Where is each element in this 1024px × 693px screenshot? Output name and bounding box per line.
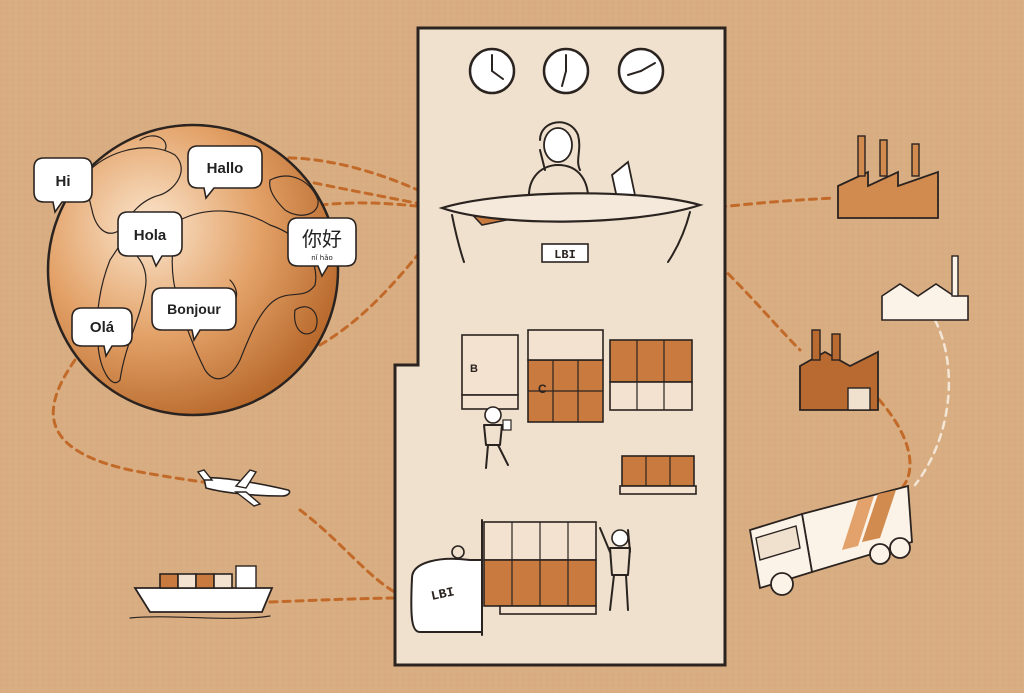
greeting-hola: Hola xyxy=(134,227,167,244)
rack-c-label: C xyxy=(538,382,547,396)
rack-c: C xyxy=(527,329,604,423)
route-desk-factory-3 xyxy=(678,228,802,352)
rack-right xyxy=(609,339,693,411)
clock-icon xyxy=(617,47,665,95)
bubble-hallo: Hallo xyxy=(187,145,263,200)
pallet-crate xyxy=(619,455,697,495)
greeting-bonjour: Bonjour xyxy=(167,301,221,317)
greeting-hallo: Hallo xyxy=(207,160,244,177)
route-plane-ship xyxy=(298,508,402,597)
desk-sign-label: LBI xyxy=(554,248,576,262)
route-ship-warehouse xyxy=(268,596,407,604)
greeting-hi: Hi xyxy=(56,173,71,190)
greeting-nihao: 你好 xyxy=(302,227,342,251)
company-building: LBI B C xyxy=(393,26,727,667)
forklift-label: LBI xyxy=(430,584,456,604)
greeting-bubbles: Hi Hallo Hola 你好 nǐ hǎo Olá Bonjour xyxy=(33,145,357,359)
factory-icon xyxy=(881,255,969,321)
forklift-worker xyxy=(599,527,631,611)
bubble-ola: Olá xyxy=(71,307,133,359)
warehouse-racks: B C xyxy=(461,329,693,423)
desk-sign xyxy=(541,243,589,263)
route-factory2-truck xyxy=(913,318,951,487)
airplane-icon xyxy=(196,469,291,507)
rack-b: B xyxy=(461,334,519,410)
desk-front xyxy=(451,211,691,263)
clocks xyxy=(468,47,665,95)
bubble-hi: Hi xyxy=(33,157,93,214)
cargo-ship-icon xyxy=(129,565,274,619)
forklift: LBI xyxy=(410,519,597,636)
truck-icon xyxy=(748,484,913,596)
bubble-hola: Hola xyxy=(117,211,183,268)
route-globe-lower-desk xyxy=(318,213,452,347)
factory-icon xyxy=(837,135,939,219)
greeting-nihao-pinyin: nǐ hǎo xyxy=(311,254,333,262)
desk-top xyxy=(438,192,704,223)
receptionist xyxy=(528,121,590,206)
bubble-nihao: 你好 nǐ hǎo xyxy=(287,217,357,278)
reception-desk: LBI xyxy=(438,121,704,263)
clock-icon xyxy=(542,47,590,95)
rack-b-label: B xyxy=(470,363,478,375)
warehouse-worker xyxy=(483,406,512,469)
factory-icon xyxy=(799,329,879,411)
greeting-ola: Olá xyxy=(90,319,115,336)
route-factory3-truck xyxy=(868,388,912,492)
bubble-bonjour: Bonjour xyxy=(151,287,237,343)
clock-icon xyxy=(468,47,516,95)
factories xyxy=(799,135,969,411)
